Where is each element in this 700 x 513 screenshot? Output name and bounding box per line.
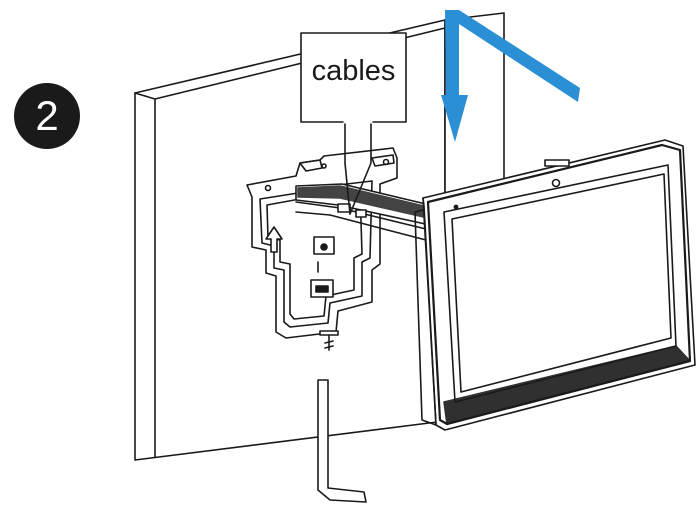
step-number: 2 <box>35 92 59 139</box>
blue-arrow-icon <box>441 10 580 142</box>
tablet-device <box>414 139 696 431</box>
step-badge: 2 <box>14 83 80 149</box>
cables-label: cables <box>301 33 406 121</box>
hex-key-icon <box>317 379 367 503</box>
cables-text: cables <box>311 55 396 87</box>
up-arrow-icon <box>265 226 283 253</box>
cables-callout <box>300 32 407 215</box>
